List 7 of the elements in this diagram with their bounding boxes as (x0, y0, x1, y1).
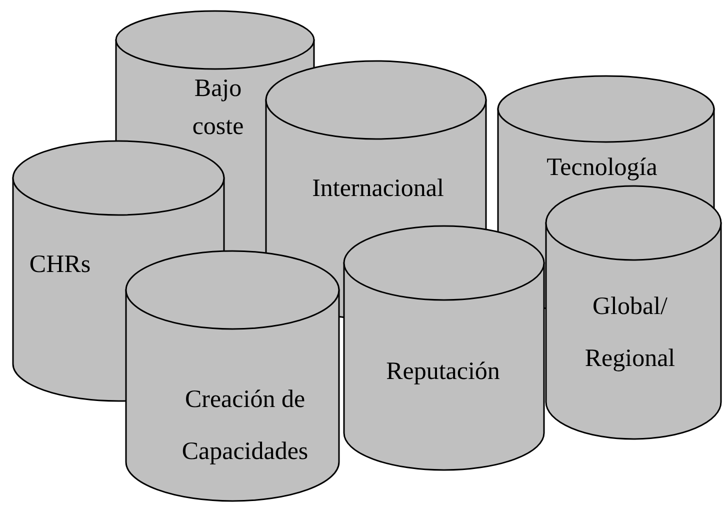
cylinder-label: Reputación (385, 357, 501, 387)
cylinder-label: Internacional (311, 174, 445, 204)
cylinder-label: Tecnología (546, 153, 658, 183)
cylinder-label: Creación de Capacidades (180, 385, 310, 467)
cylinder-label: CHRs (28, 250, 92, 280)
cylinder-label: Global/ Regional (584, 292, 676, 374)
cylinder-label: Bajo coste (191, 74, 245, 142)
